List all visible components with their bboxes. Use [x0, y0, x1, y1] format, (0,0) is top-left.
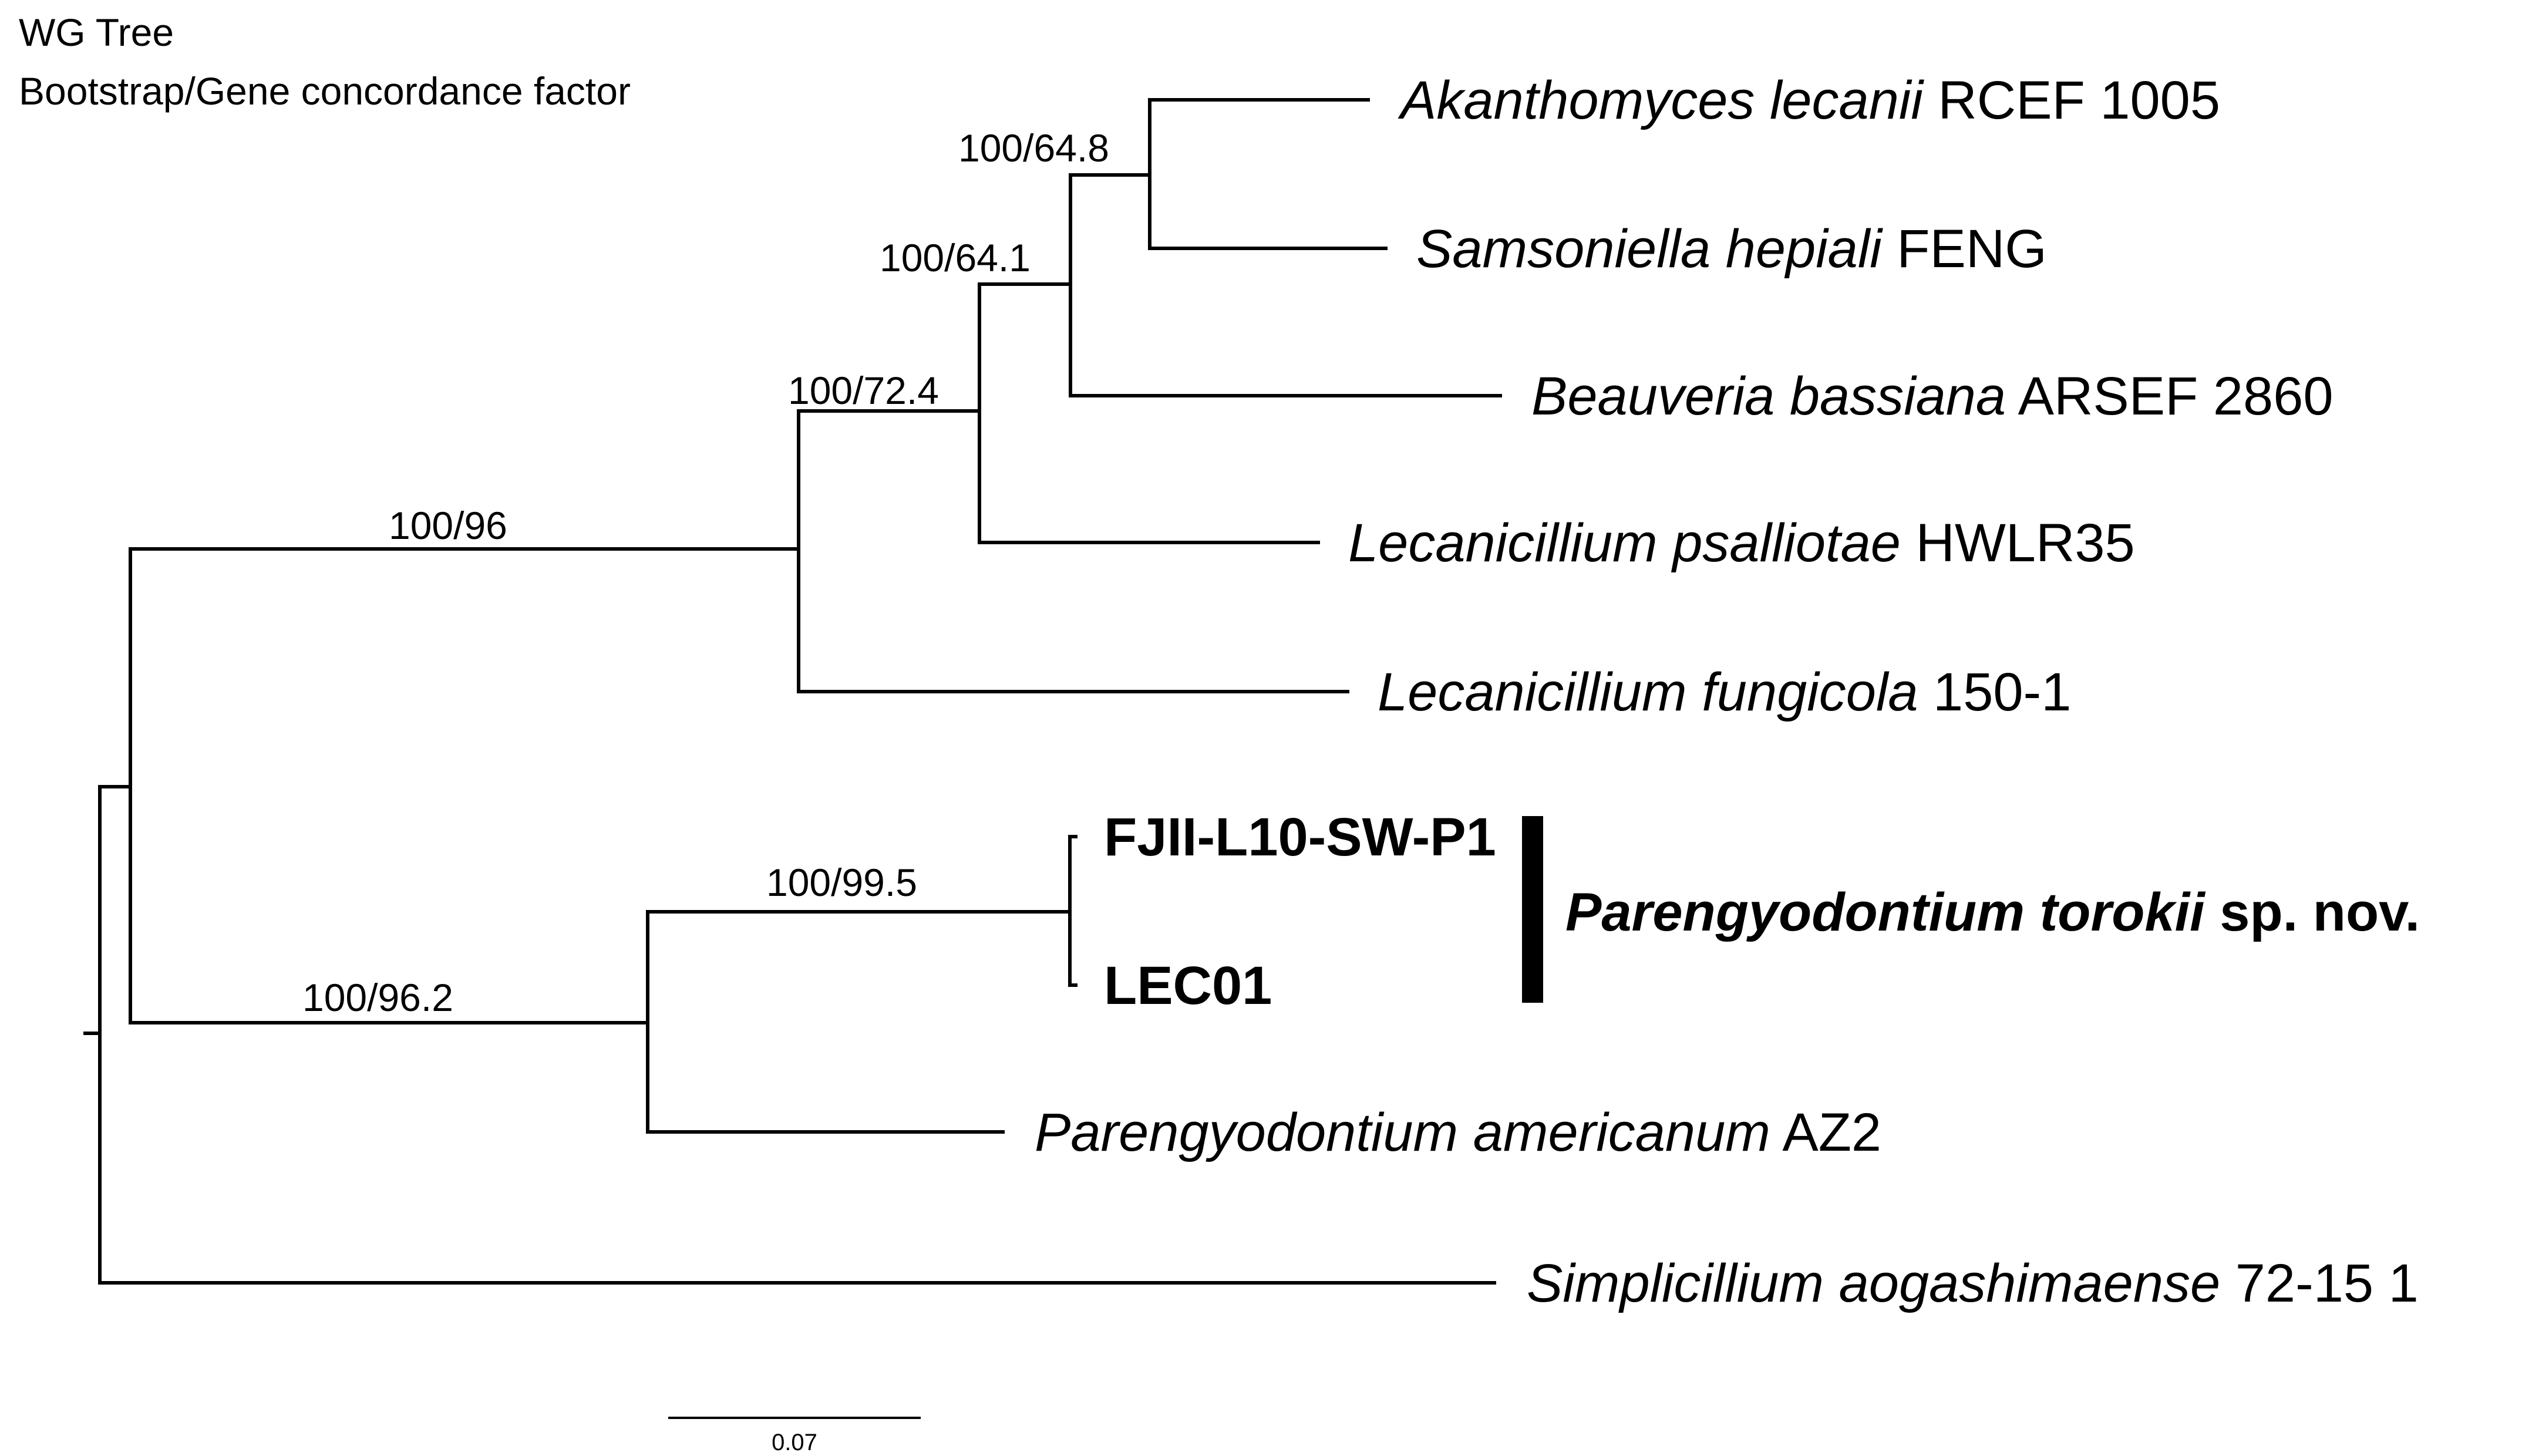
taxon-beauveria-bassiana: Beauveria bassiana ARSEF 2860	[1531, 366, 2334, 426]
support-torokii: 100/99.5	[766, 861, 917, 904]
support-with-beauveria: 100/64.1	[880, 236, 1031, 279]
tree-subtitle: Bootstrap/Gene concordance factor	[19, 69, 631, 113]
clade-label-torokii: Parengyodontium torokii sp. nov.	[1565, 882, 2420, 942]
tree-title: WG Tree	[19, 11, 174, 54]
support-akan-sams: 100/64.8	[958, 126, 1109, 170]
support-cordycipitaceae: 100/96	[389, 504, 507, 547]
clade-bar	[1522, 816, 1543, 1003]
taxon-fjii-l10-sw-p1: FJII-L10-SW-P1	[1104, 807, 1496, 867]
taxon-parengyodontium-americanum: Parengyodontium americanum AZ2	[1035, 1103, 1881, 1162]
taxon-simplicillium-aogashimaense: Simplicillium aogashimaense 72-15 1	[1527, 1253, 2419, 1313]
taxon-lecanicillium-fungicola: Lecanicillium fungicola 150-1	[1378, 662, 2071, 722]
scale-bar-label: 0.07	[772, 1430, 817, 1455]
taxon-samsoniella-hepiali: Samsoniella hepiali FENG	[1416, 219, 2047, 279]
taxon-lecanicillium-psalliotae: Lecanicillium psalliotae HWLR35	[1348, 513, 2135, 573]
taxon-akanthomyces-lecanii: Akanthomyces lecanii RCEF 1005	[1398, 70, 2220, 130]
taxon-lec01: LEC01	[1104, 956, 1272, 1016]
support-with-psalliotae: 100/72.4	[788, 369, 939, 412]
support-parengyodontium: 100/96.2	[302, 976, 453, 1019]
